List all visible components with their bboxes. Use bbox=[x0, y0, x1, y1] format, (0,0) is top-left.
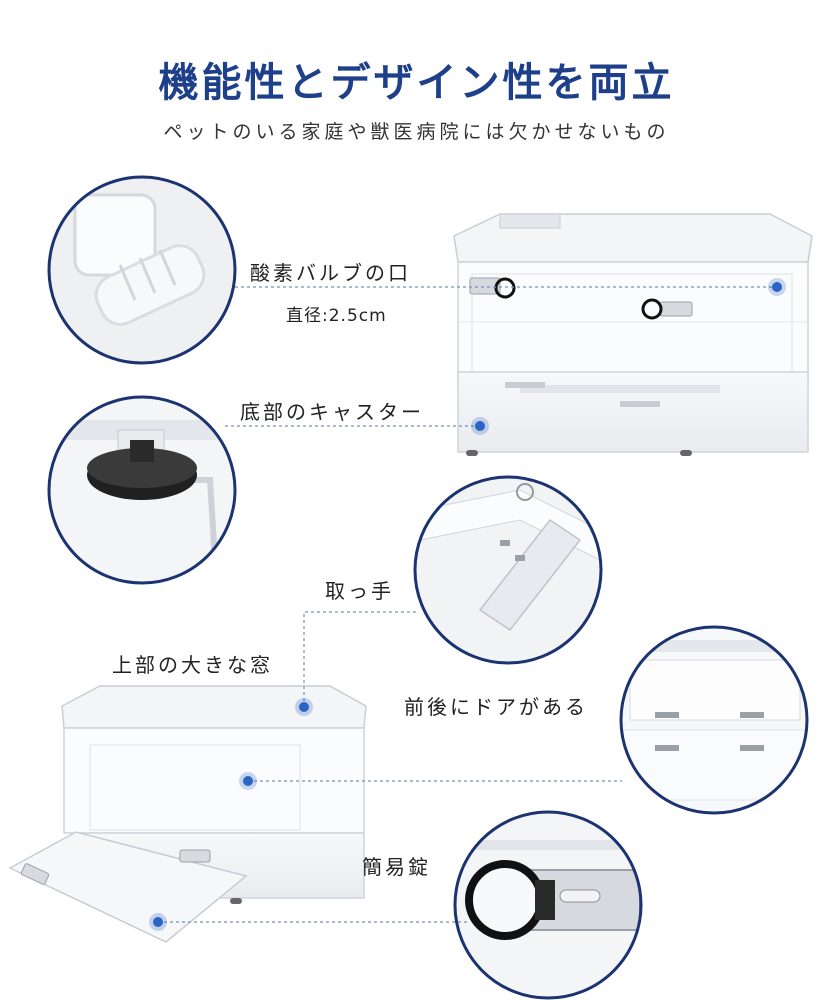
label-handle: 取っ手 bbox=[325, 579, 394, 603]
label-lock: 簡易錠 bbox=[362, 855, 431, 879]
detail-circle-lock bbox=[453, 810, 643, 1000]
detail-circle-casters bbox=[47, 395, 237, 585]
detail-circle-doors bbox=[619, 625, 809, 815]
top-crate-image bbox=[453, 213, 813, 456]
page-subtitle: ペットのいる家庭や獣医病院には欠かせないもの bbox=[163, 121, 670, 143]
detail-circle-handle bbox=[413, 475, 603, 665]
page-title: 機能性とデザイン性を両立 bbox=[158, 60, 675, 106]
detail-circle-oxygen-valve bbox=[47, 175, 237, 365]
leader-lines bbox=[158, 286, 777, 923]
label-casters: 底部のキャスター bbox=[240, 400, 424, 424]
label-doors: 前後にドアがある bbox=[404, 695, 588, 719]
label-oxygen-valve: 酸素バルブの口 bbox=[250, 261, 411, 285]
callout-dots bbox=[149, 278, 786, 931]
label-top-window: 上部の大きな窓 bbox=[112, 653, 273, 677]
label-diameter: 直径:2.5cm bbox=[286, 306, 387, 326]
bottom-crate-image bbox=[8, 685, 367, 943]
